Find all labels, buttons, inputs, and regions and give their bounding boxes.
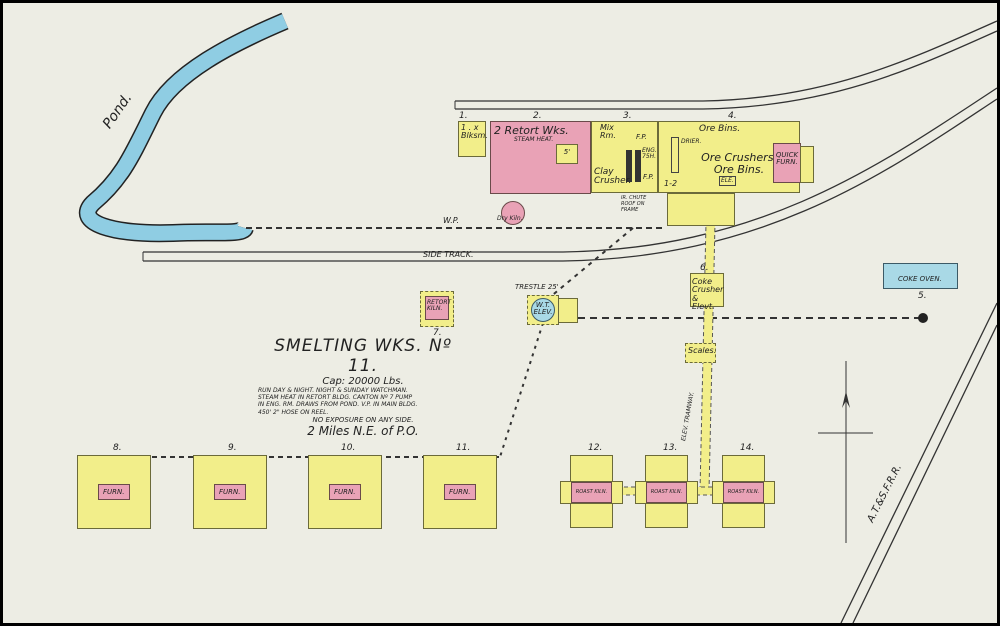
sanborn-map: Pond. SIDE TRACK. W.P. A.T.&S.F.R.R. 1. … [3,3,997,623]
clay-crusher-label: Clay Crusher. [594,167,632,187]
chute-note: IR. CHUTE ROOF ON FRAME [621,195,647,213]
furnace-number: 11. [456,443,471,453]
boiler-bar [635,150,641,182]
hydrant-dot [918,313,928,323]
building-engine-room: Mix Rm. Clay Crusher. F.P. F.P. ENG. 75H… [591,121,658,193]
building-3-number: 3. [623,111,632,121]
kiln-number: 13. [663,443,678,453]
building-4-annex [667,193,735,226]
furnace-10: FURN. [308,455,382,529]
water-tank: W.T. ELEV. [531,298,555,322]
furnace-9: FURN. [193,455,267,529]
elevator-label: ELE. [719,176,736,187]
mix-room-label: Mix Rm. [600,123,616,141]
capacity: Cap: 20000 Lbs. [322,376,404,387]
water-pipe-label: W.P. [443,216,460,225]
retort-kiln-7: RETORT KILN. [420,291,454,327]
kiln-number: 12. [588,443,603,453]
dry-kiln-label: Dry Kiln. [497,215,523,222]
furnace-number: 10. [341,443,356,453]
drier-box [671,137,679,173]
note: 450' 2" HOSE ON REEL. [258,408,329,416]
scales: Scales. [685,343,716,363]
quick-furnace: QUICK FURN. [773,143,801,183]
furnace-label: FURN. [214,484,246,500]
note: IN ENG. RM. DRAWS FROM POND. V.P. IN MAI… [258,401,418,409]
roast-kiln-arm: ROAST KILN. [560,481,623,504]
steam-heat-label: STEAM HEAT. [514,135,554,143]
furnace-label: FURN. [444,484,476,500]
kiln-number: 14. [740,443,755,453]
side-track-label: SIDE TRACK. [423,250,474,259]
quick-furnace-annex [800,146,814,183]
building-4-number: 4. [728,111,737,121]
retort-kiln-label: RETORT KILN. [425,296,451,320]
trestle-label: TRESTLE 25' [515,283,559,291]
furnace-8: FURN. [77,455,151,529]
location: 2 Miles N.E. of P.O. [307,423,419,438]
side-track [143,87,997,253]
furnace-label: FURN. [329,484,361,500]
coke-crusher: Coke Crusher & Elevt. [690,273,724,311]
furnace-11: FURN. [423,455,497,529]
roast-kiln-label: ROAST KILN. [646,482,687,503]
story-label: 1-2 [664,179,678,188]
engine-label: ENG. 75H. [642,147,657,161]
building-retort-works: 2 Retort Wks. STEAM HEAT. 5' [490,121,591,194]
map-linework [78,12,997,623]
railroad [840,302,997,623]
ore-crushers-label: Ore Crushers, Ore Bins. [701,151,777,176]
exposure: NO EXPOSURE ON ANY SIDE. [312,415,414,424]
building-6-number: 6. [700,263,709,273]
retort-works-label: 2 Retort Wks. [494,124,569,137]
building-2-number: 2. [533,111,542,121]
story-label: 1 . x [461,123,479,132]
title: SMELTING WKS. Nº 11. [274,336,452,376]
roast-kiln-arm: ROAST KILN. [635,481,698,504]
fire-pump-label: F.P. [636,133,647,141]
furnace-number: 9. [228,443,237,453]
main-track [455,20,997,102]
roast-kiln-label: ROAST KILN. [723,482,764,503]
water-tank-trestle: W.T. ELEV. [527,295,559,325]
roast-kiln-label: ROAST KILN. [571,482,612,503]
roast-kiln-arm: ROAST KILN. [712,481,775,504]
blacksmith-label: Blksm. [461,131,488,141]
fire-pump-label: F.P. [643,173,654,181]
furnace-label: FURN. [98,484,130,500]
water-tank-annex [558,298,578,323]
note: STEAM HEAT IN RETORT BLDG. CANTON Nº 7 P… [258,394,413,402]
building-7-number: 7. [433,328,442,338]
furnace-number: 8. [113,443,122,453]
dry-kiln [501,201,525,225]
ore-bins-label: Ore Bins. [699,124,741,134]
boiler-bar [626,150,632,182]
note: RUN DAY & NIGHT. NIGHT & SUNDAY WATCHMAN… [258,387,408,394]
building-1-number: 1. [459,111,468,121]
coke-oven: COKE OVEN. [883,263,958,289]
stack: 5' [556,144,578,164]
drier-label: DRIER. [681,138,702,145]
building-5-number: 5. [918,291,927,301]
title-block: SMELTING WKS. Nº 11. Cap: 20000 Lbs. RUN… [258,336,468,438]
pond [78,12,289,243]
